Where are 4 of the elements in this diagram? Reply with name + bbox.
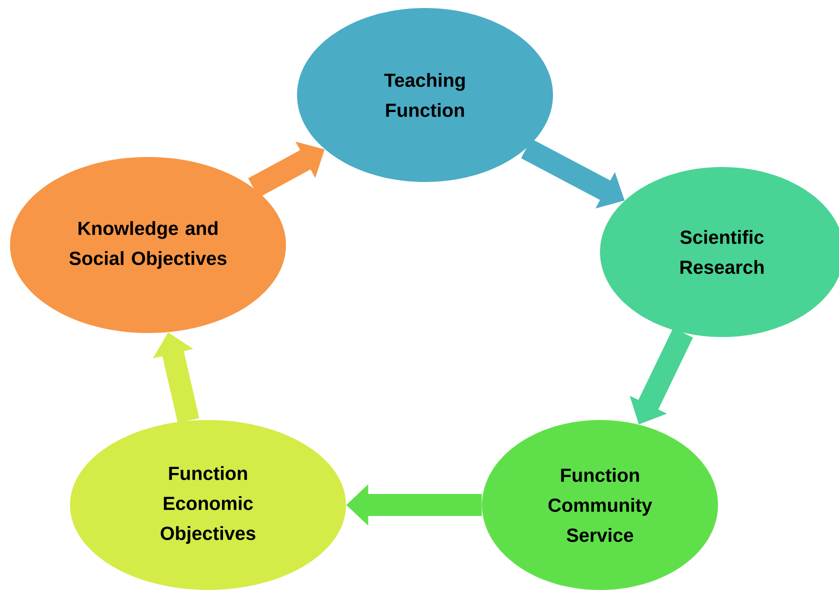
ellipse-node: Knowledge and Social Objectives <box>10 157 286 333</box>
ellipse-node: Function Community Service <box>482 420 718 590</box>
ellipse-node: Function Economic Objectives <box>70 420 346 590</box>
ellipse-node: Teaching Function <box>297 8 553 182</box>
